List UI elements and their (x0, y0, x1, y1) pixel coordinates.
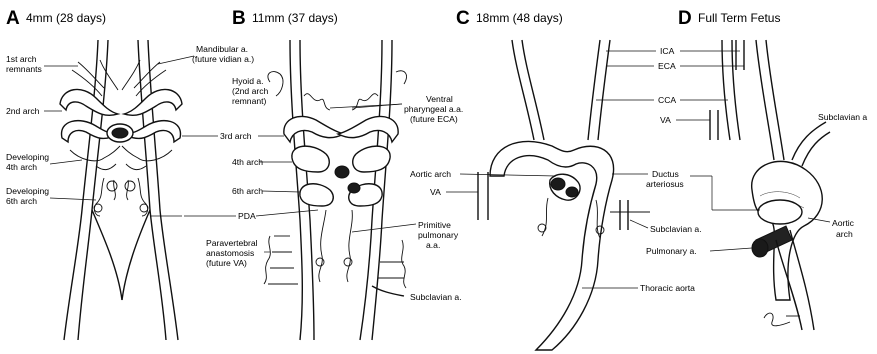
panel-b-drawing (264, 40, 406, 340)
c-label-subclavian: Subclavian a. (650, 224, 702, 234)
panel-d-drawing (710, 40, 830, 330)
a-label-mandibular-1: Mandibular a. (196, 44, 248, 54)
panel-b-letter: B (232, 8, 246, 29)
d-label-subclavian: Subclavian a (818, 112, 867, 122)
panel-d-letter: D (678, 8, 692, 29)
b-label-paravert-1: Paravertebral (206, 238, 258, 248)
panel-a-title: A 4mm (28 days) (6, 8, 106, 29)
b-label-ventral-1: Ventral (426, 94, 453, 104)
b-label-paravert-2: anastomosis (206, 248, 254, 258)
d-label-va: VA (660, 115, 671, 125)
b-label-subclavian: Subclavian a. (410, 292, 462, 302)
b-label-ventral-3: (future ECA) (410, 114, 458, 124)
d-label-aortic-2: arch (836, 229, 853, 239)
a-label-2nd-arch: 2nd arch (6, 106, 40, 116)
b-label-primitive-1: Primitive (418, 220, 451, 230)
panel-b-subtitle: 11mm (37 days) (252, 11, 338, 25)
panel-b-title: B 11mm (37 days) (232, 8, 338, 29)
d-label-ductus-2: arteriosus (646, 179, 684, 189)
b-label-paravert-3: (future VA) (206, 258, 247, 268)
b-label-hyoid-2: (2nd arch (232, 86, 269, 96)
panel-a-letter: A (6, 8, 20, 29)
b-label-6th-arch: 6th arch (232, 186, 263, 196)
b-label-ventral-2: pharyngeal a.a. (404, 104, 463, 114)
panel-c-subtitle: 18mm (48 days) (476, 11, 563, 25)
d-label-aortic-1: Aortic (832, 218, 855, 228)
panel-d-title: D Full Term Fetus (678, 8, 780, 29)
a-label-dev6-2: 6th arch (6, 196, 37, 206)
a-label-mandibular-2: (future vidian a.) (192, 54, 254, 64)
a-label-dev4-2: 4th arch (6, 162, 37, 172)
a-label-1st-arch-2: remnants (6, 64, 42, 74)
b-label-hyoid-1: Hyoid a. (232, 76, 264, 86)
panel-c-drawing (478, 40, 650, 350)
b-label-3rd-arch: 3rd arch (220, 131, 252, 141)
b-label-hyoid-3: remnant) (232, 96, 267, 106)
panel-c-letter: C (456, 8, 470, 29)
panel-a-drawing (60, 40, 182, 340)
d-label-pulmonary: Pulmonary a. (646, 246, 697, 256)
a-label-1st-arch-1: 1st arch (6, 54, 37, 64)
c-label-thoracic: Thoracic aorta (640, 283, 695, 293)
b-label-primitive-2: pulmonary (418, 230, 459, 240)
panel-d-labels: ICA ECA CCA VA Ductus arteriosus Pulmona… (596, 46, 867, 256)
a-label-dev6-1: Developing (6, 186, 49, 196)
panel-d-subtitle: Full Term Fetus (698, 11, 780, 25)
d-label-eca: ECA (658, 61, 676, 71)
panel-c-title: C 18mm (48 days) (456, 8, 563, 29)
d-label-cca: CCA (658, 95, 676, 105)
a-label-dev4-1: Developing (6, 152, 49, 162)
d-label-ductus-1: Ductus (652, 169, 679, 179)
d-label-ica: ICA (660, 46, 675, 56)
panel-a-subtitle: 4mm (28 days) (26, 11, 106, 25)
b-label-primitive-3: a.a. (426, 240, 440, 250)
b-label-pda: PDA (238, 211, 256, 221)
c-label-va: VA (430, 187, 441, 197)
c-label-aortic-arch: Aortic arch (410, 169, 451, 179)
b-label-4th-arch: 4th arch (232, 157, 263, 167)
